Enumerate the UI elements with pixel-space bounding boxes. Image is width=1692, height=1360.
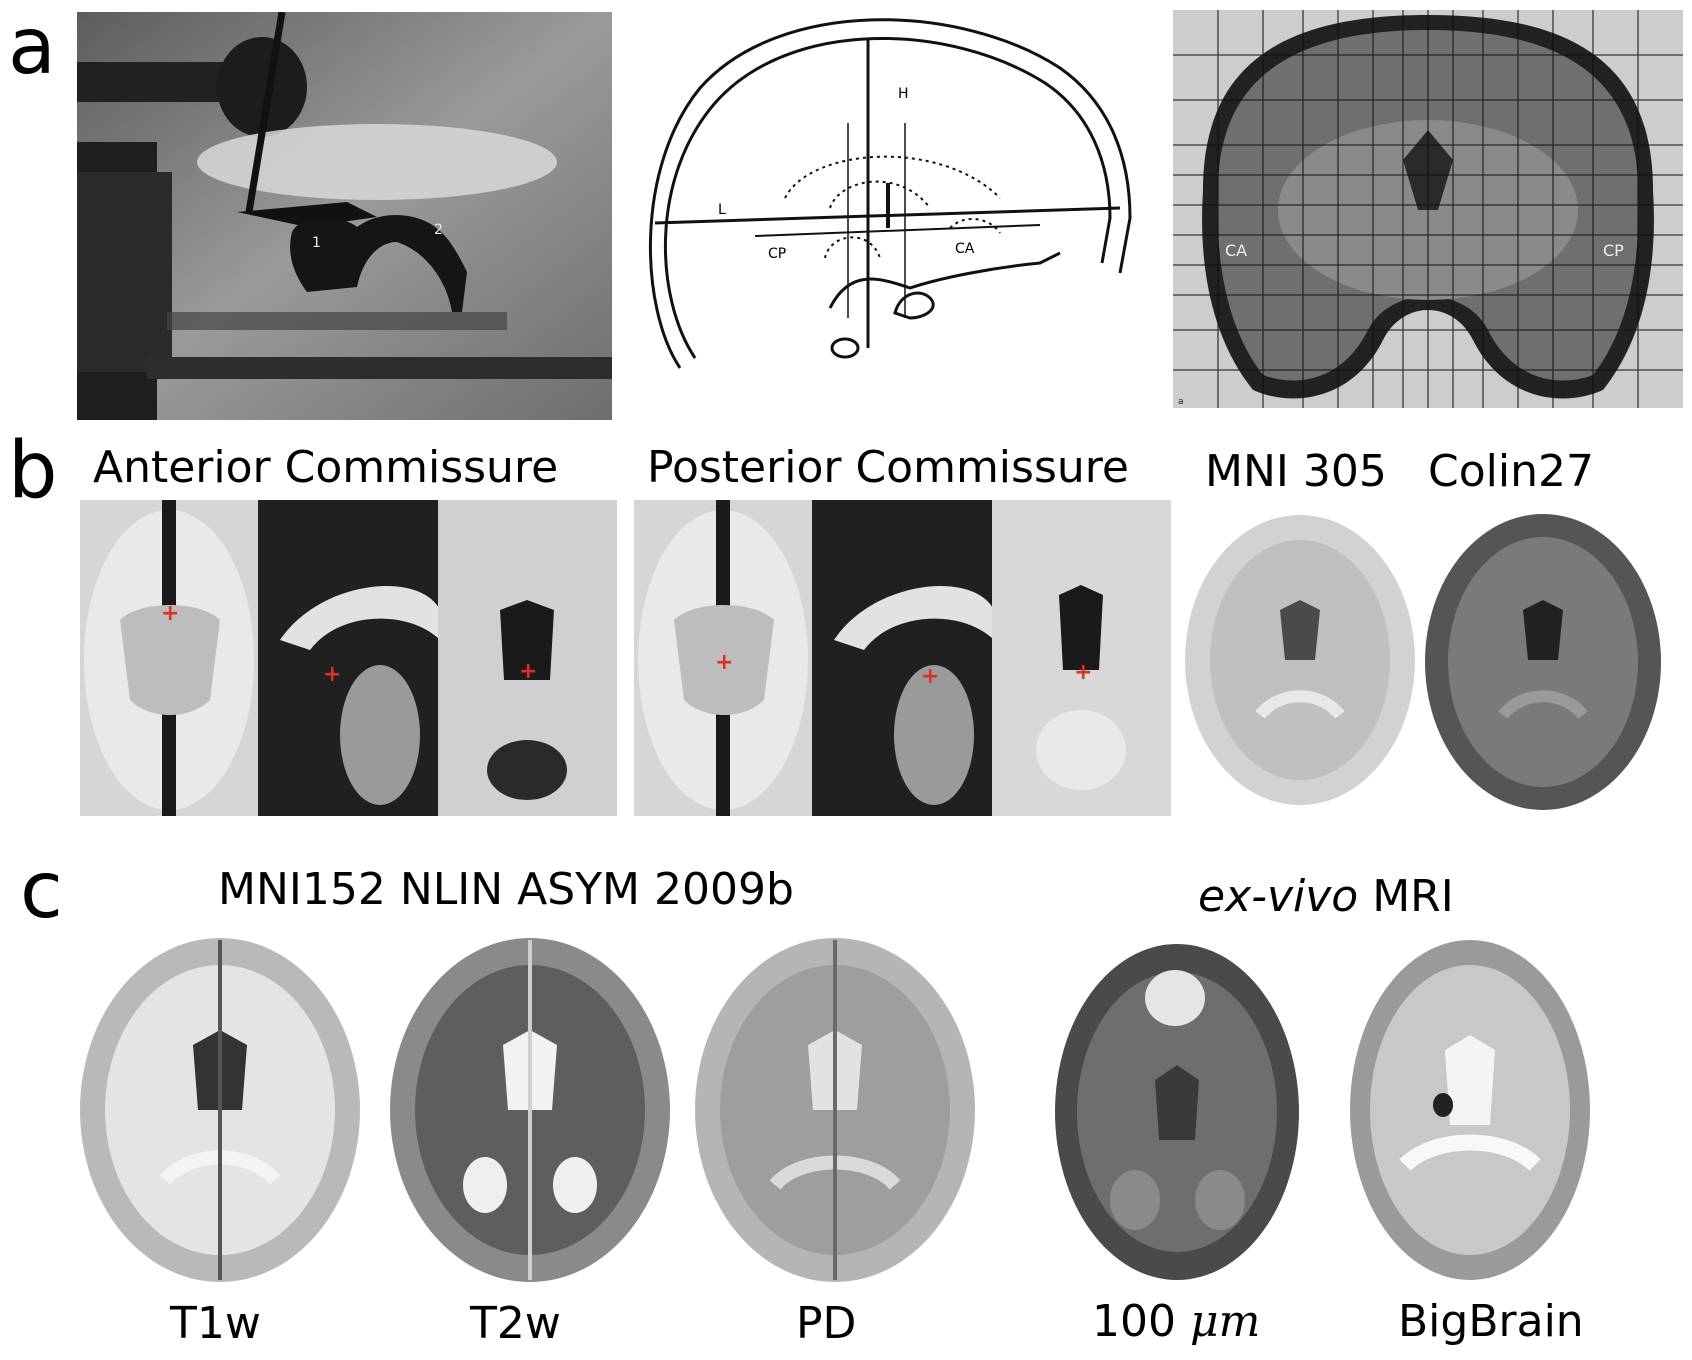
caption-t2w: T2w [470,1298,561,1349]
xray-label-1: 1 [312,235,321,251]
panel-letter-a: a [8,2,56,92]
bigbrain-image [1345,935,1595,1285]
crosshair-marker: + [715,650,734,675]
title-exvivo-rest: MRI [1358,871,1454,922]
panel-letter-b: b [8,426,58,516]
caption-100um: 100 μm [1092,1300,1260,1344]
section-label-corner: a [1178,397,1184,407]
title-mni152-nlin-asym-2009b: MNI152 NLIN ASYM 2009b [218,864,794,915]
caption-100um-unit: μm [1189,1296,1261,1347]
caption-pd: PD [796,1298,857,1349]
colin27-brain-image [1418,510,1668,815]
exvivo-100um-brain-image [1050,940,1305,1285]
section-label-cp: CP [1603,241,1624,260]
pd-brain-image [690,935,980,1285]
caption-t1w: T1w [170,1298,261,1349]
ventriculogram-xray-image: 1 2 [77,12,612,420]
anterior-commissure-mri-strip: + + + [80,500,617,816]
crosshair-marker: + [1074,660,1093,685]
crosshair-marker: + [161,601,180,626]
xray-label-2: 2 [434,222,443,238]
crosshair-marker: + [519,659,538,684]
crosshair-marker: + [323,662,342,687]
title-posterior-commissure: Posterior Commissure [647,442,1129,493]
diagram-label-l: L [718,202,726,218]
caption-bigbrain: BigBrain [1398,1296,1584,1347]
t1w-brain-image [75,935,365,1285]
posterior-commissure-mri-strip: + + + [634,500,1171,816]
diagram-label-h: H [898,86,909,102]
section-label-ca: CA [1225,241,1247,260]
coronal-section-grid-image: CA CP a [1173,10,1683,408]
panel-letter-c: c [20,846,63,936]
title-exvivo-italic: ex-vivo [1198,871,1359,922]
crosshair-marker: + [921,664,940,689]
title-colin27: Colin27 [1428,446,1594,497]
title-exvivo-mri: ex-vivo MRI [1198,875,1454,919]
t2w-brain-image [385,935,675,1285]
stereotactic-diagram: H L CP CA [640,8,1140,378]
diagram-label-ca: CA [955,241,975,257]
caption-100um-number: 100 [1092,1296,1190,1347]
title-mni305: MNI 305 [1205,446,1387,497]
diagram-label-cp: CP [768,246,786,262]
mni305-brain-image [1180,510,1420,810]
title-anterior-commissure: Anterior Commissure [93,442,559,493]
